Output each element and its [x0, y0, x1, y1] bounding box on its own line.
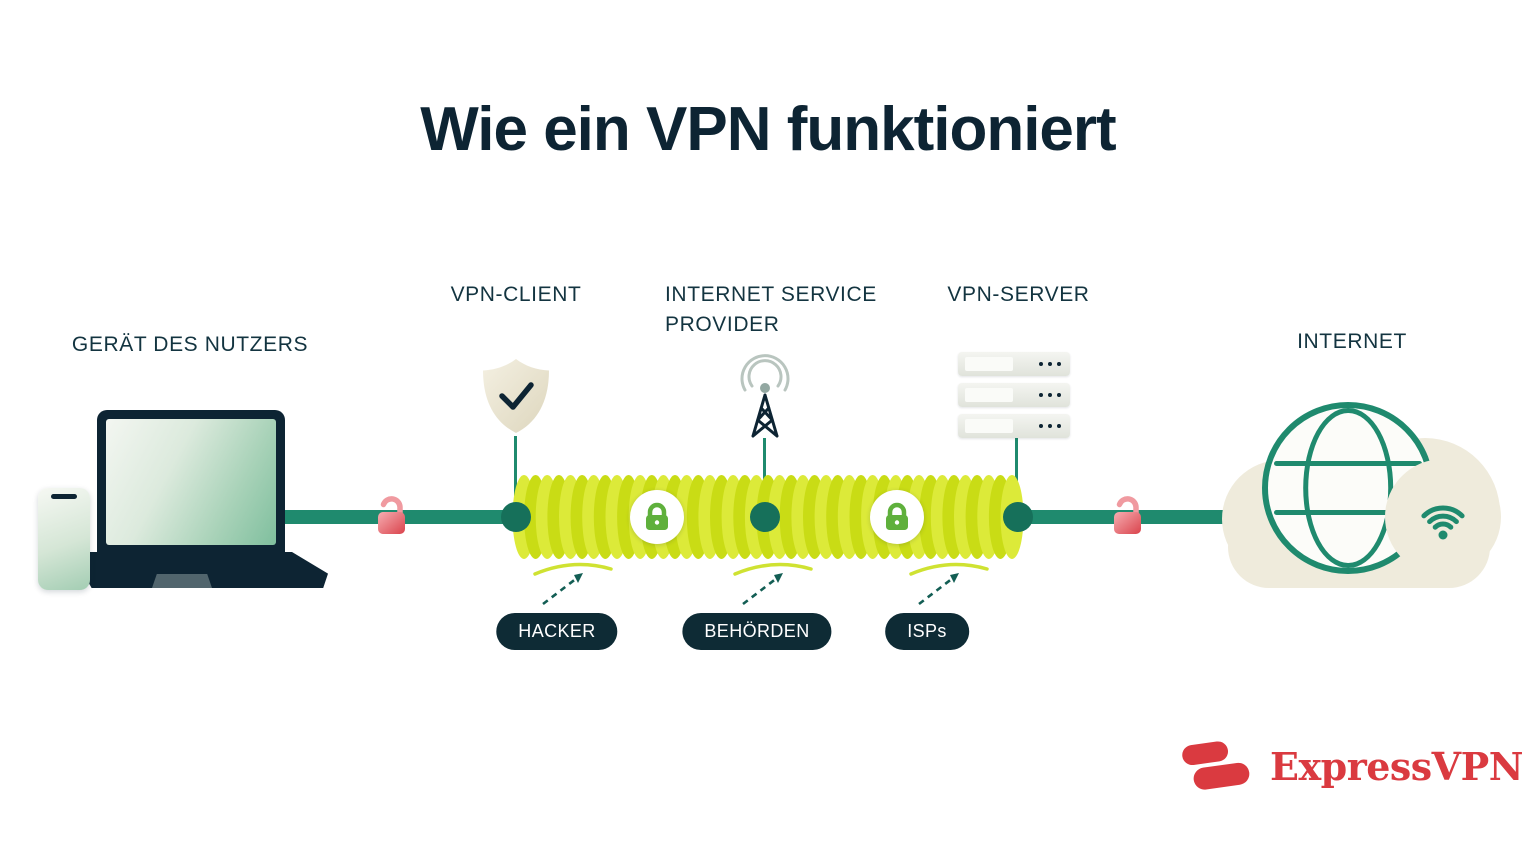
- tunnel-node-client: [501, 502, 531, 532]
- antenna-icon: [719, 342, 811, 440]
- expressvpn-wordmark: ExpressVPN: [1270, 743, 1523, 789]
- server-panel: [965, 419, 1013, 433]
- deflect-arrow-behoerden: [727, 556, 819, 606]
- padlock-open-icon: [368, 492, 414, 540]
- phone-icon: [38, 488, 90, 590]
- deflect-arrow-hacker: [527, 556, 619, 606]
- globe-latitude: [1273, 460, 1423, 466]
- tunnel-node-server: [1003, 502, 1033, 532]
- isp-connector-line: [763, 438, 766, 506]
- phone-speaker: [51, 494, 77, 499]
- laptop-icon: [97, 410, 285, 554]
- server-leds: [1039, 393, 1061, 397]
- internet-label: INTERNET: [1297, 330, 1407, 353]
- isp-label: INTERNET SERVICE PROVIDER: [665, 283, 877, 336]
- device-label: GERÄT DES NUTZERS: [71, 333, 309, 356]
- server-row: [958, 383, 1070, 407]
- server-stack-icon: [958, 352, 1070, 445]
- server-row: [958, 352, 1070, 376]
- tunnel-node-isp: [750, 502, 780, 532]
- laptop-trackpad: [152, 574, 212, 588]
- server-leds: [1039, 424, 1061, 428]
- vpn-client-label: VPN-CLIENT: [450, 283, 582, 306]
- vpn-server-label: VPN-SERVER: [947, 283, 1090, 306]
- deflect-arrow-isps: [903, 556, 995, 606]
- server-panel: [965, 357, 1013, 371]
- wifi-icon: [1421, 505, 1465, 540]
- padlock-closed-icon: [630, 490, 684, 544]
- threat-pill-hacker: HACKER: [496, 613, 618, 650]
- globe-latitude: [1273, 510, 1423, 516]
- server-panel: [965, 388, 1013, 402]
- server-connector-line: [1015, 438, 1018, 506]
- laptop-screen: [106, 419, 276, 545]
- padlock-open-icon: [1104, 492, 1150, 540]
- globe-meridian: [1303, 408, 1393, 568]
- threat-pill-isps: ISPs: [885, 613, 969, 650]
- internet-cloud: [1220, 396, 1510, 594]
- expressvpn-logo: ExpressVPN: [1176, 734, 1523, 798]
- client-connector-line: [514, 436, 517, 506]
- wifi-badge: [1385, 459, 1501, 575]
- server-row: [958, 414, 1070, 438]
- server-leds: [1039, 362, 1061, 366]
- padlock-closed-icon: [870, 490, 924, 544]
- threat-pill-behoerden: BEHÖRDEN: [682, 613, 832, 650]
- expressvpn-logo-icon: [1182, 741, 1250, 790]
- page-title: Wie ein VPN funktioniert: [420, 95, 1116, 164]
- shield-check-icon: [479, 356, 553, 436]
